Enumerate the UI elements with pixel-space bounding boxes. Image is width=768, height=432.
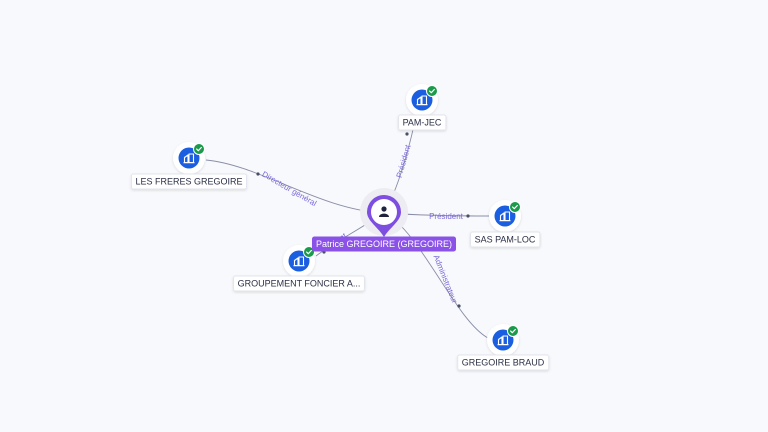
node-label-box	[130, 173, 248, 190]
edge-label: Président	[429, 212, 464, 221]
edge-label: Président	[395, 143, 413, 179]
company-node-gregoire-braud[interactable]: GREGOIRE BRAUD	[457, 324, 550, 371]
center-label-box	[311, 236, 457, 252]
check-icon	[512, 204, 518, 210]
node-label: PAM-JEC	[403, 118, 442, 128]
edge-label: Directeur général	[260, 170, 318, 209]
company-node-sas-pam-loc[interactable]: SAS PAM-LOC	[470, 200, 541, 248]
node-label-box	[470, 231, 541, 248]
check-icon	[196, 146, 202, 152]
node-label: GREGOIRE BRAUD	[462, 358, 545, 368]
check-icon	[306, 249, 312, 255]
verified-badge-icon	[426, 85, 438, 97]
person-pin-inner	[371, 199, 397, 225]
verified-badge-icon	[509, 201, 521, 213]
edge-arrow	[457, 304, 461, 308]
company-node-les-freres[interactable]: LES FRERES GREGOIRE	[130, 142, 248, 190]
node-label-box	[233, 275, 365, 292]
person-icon	[379, 206, 389, 217]
edge-label: Administrateur	[431, 253, 459, 305]
company-node-groupement[interactable]: GROUPEMENT FONCIER A...	[233, 245, 365, 292]
node-label-box	[457, 354, 550, 371]
nodes-layer: PAM-JEC LES FRERES GREGOIRE SAS PAM-LOC GRO…	[130, 84, 550, 371]
center-label: Patrice GREGOIRE (GREGOIRE)	[316, 239, 452, 249]
company-node-pam-jec[interactable]: PAM-JEC	[398, 84, 447, 131]
node-label: LES FRERES GREGOIRE	[135, 177, 242, 187]
center-node[interactable]: Patrice GREGOIRE (GREGOIRE)	[311, 188, 457, 252]
verified-badge-icon	[303, 246, 315, 258]
edge-arrow	[256, 172, 260, 176]
verified-badge-icon	[507, 325, 519, 337]
edge-arrow	[466, 214, 470, 218]
check-icon	[429, 88, 435, 94]
node-label-box	[398, 114, 447, 131]
node-label: SAS PAM-LOC	[475, 235, 536, 245]
verified-badge-icon	[193, 143, 205, 155]
edge-arrow	[405, 132, 409, 136]
check-icon	[510, 328, 516, 334]
node-label: GROUPEMENT FONCIER A...	[238, 279, 361, 289]
